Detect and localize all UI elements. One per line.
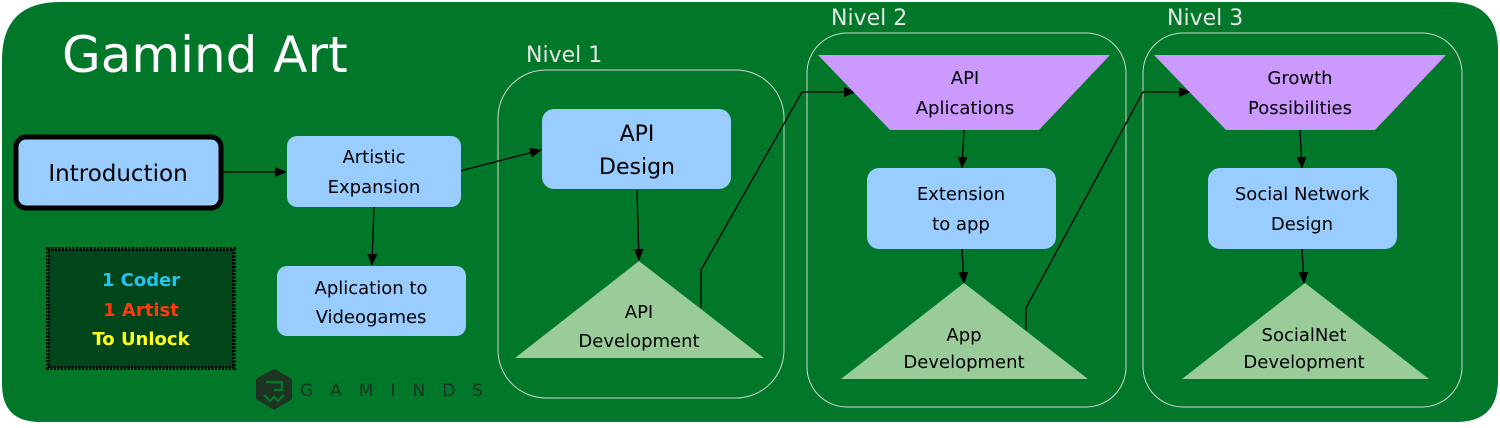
- node-label: App: [946, 325, 981, 346]
- node-api-aplications[interactable]: API Aplications: [818, 55, 1110, 130]
- node-socialnet-development[interactable]: SocialNet Development: [1182, 283, 1429, 379]
- diagram-title: Gamind Art: [62, 26, 348, 84]
- group-label-nivel-3: Nivel 3: [1167, 6, 1243, 31]
- node-label: Design: [1271, 214, 1333, 235]
- legend-unlock: To Unlock: [92, 329, 190, 350]
- edge-artistic-expansion-aplication-videogames: [367, 205, 378, 266]
- node-api-design[interactable]: API Design: [542, 109, 731, 189]
- node-label: Introduction: [48, 161, 187, 187]
- edge-api-aplications-extension-app: [957, 129, 968, 169]
- gaminds-hexagon-logo-icon: [256, 369, 292, 410]
- node-artistic-expansion[interactable]: Artistic Expansion: [287, 136, 461, 207]
- group-label-nivel-1: Nivel 1: [526, 43, 602, 68]
- node-label: Development: [1243, 352, 1364, 373]
- logo-wordmark: GAMINDS: [300, 381, 500, 401]
- node-api-development[interactable]: API Development: [515, 261, 764, 358]
- node-label: API: [625, 302, 653, 323]
- group-nivel-3: Nivel 3: [1142, 6, 1463, 408]
- node-label: Growth: [1267, 68, 1332, 89]
- node-label: Design: [599, 155, 675, 180]
- edge-social-network-design-socialnet-development: [1298, 248, 1309, 284]
- edge-api-design-api-development: [633, 189, 644, 261]
- legend-artist: 1 Artist: [103, 300, 179, 321]
- edge-app-development-growth-possibilities: [1025, 87, 1191, 330]
- group-nivel-2: Nivel 2: [806, 6, 1127, 408]
- node-label: Aplication to: [315, 278, 428, 299]
- group-nivel-1: Nivel 1: [497, 43, 785, 399]
- edges: [222, 87, 1309, 330]
- node-label: Social Network: [1235, 184, 1370, 205]
- gaminds-logo: GAMINDS: [256, 369, 500, 410]
- node-label: Possibilities: [1248, 98, 1352, 119]
- edge-artistic-expansion-api-design: [459, 147, 542, 172]
- node-label: Videogames: [316, 307, 427, 328]
- node-label: API: [951, 68, 979, 89]
- node-label: to app: [932, 214, 990, 235]
- legend-coder: 1 Coder: [102, 270, 180, 291]
- group-label-nivel-2: Nivel 2: [831, 6, 907, 31]
- node-app-development[interactable]: App Development: [841, 283, 1088, 379]
- edge-extension-app-app-development: [958, 248, 969, 284]
- node-label: Expansion: [328, 177, 421, 198]
- node-social-network-design[interactable]: Social Network Design: [1208, 168, 1397, 249]
- node-label: API: [620, 122, 655, 147]
- node-label: Extension: [917, 184, 1005, 205]
- node-label: Development: [578, 331, 699, 352]
- edge-api-development-api-aplications: [700, 87, 856, 308]
- node-aplication-videogames[interactable]: Aplication to Videogames: [277, 266, 466, 336]
- node-label: Artistic: [342, 147, 405, 168]
- node-label: Development: [903, 352, 1024, 373]
- edge-growth-possibilities-social-network-design: [1296, 129, 1307, 169]
- node-introduction[interactable]: Introduction: [13, 134, 224, 211]
- node-label: Aplications: [916, 98, 1015, 119]
- node-growth-possibilities[interactable]: Growth Possibilities: [1154, 55, 1446, 130]
- unlock-legend: 1 Coder 1 Artist To Unlock: [46, 247, 236, 370]
- node-label: SocialNet: [1262, 325, 1347, 346]
- node-extension-app[interactable]: Extension to app: [867, 168, 1056, 249]
